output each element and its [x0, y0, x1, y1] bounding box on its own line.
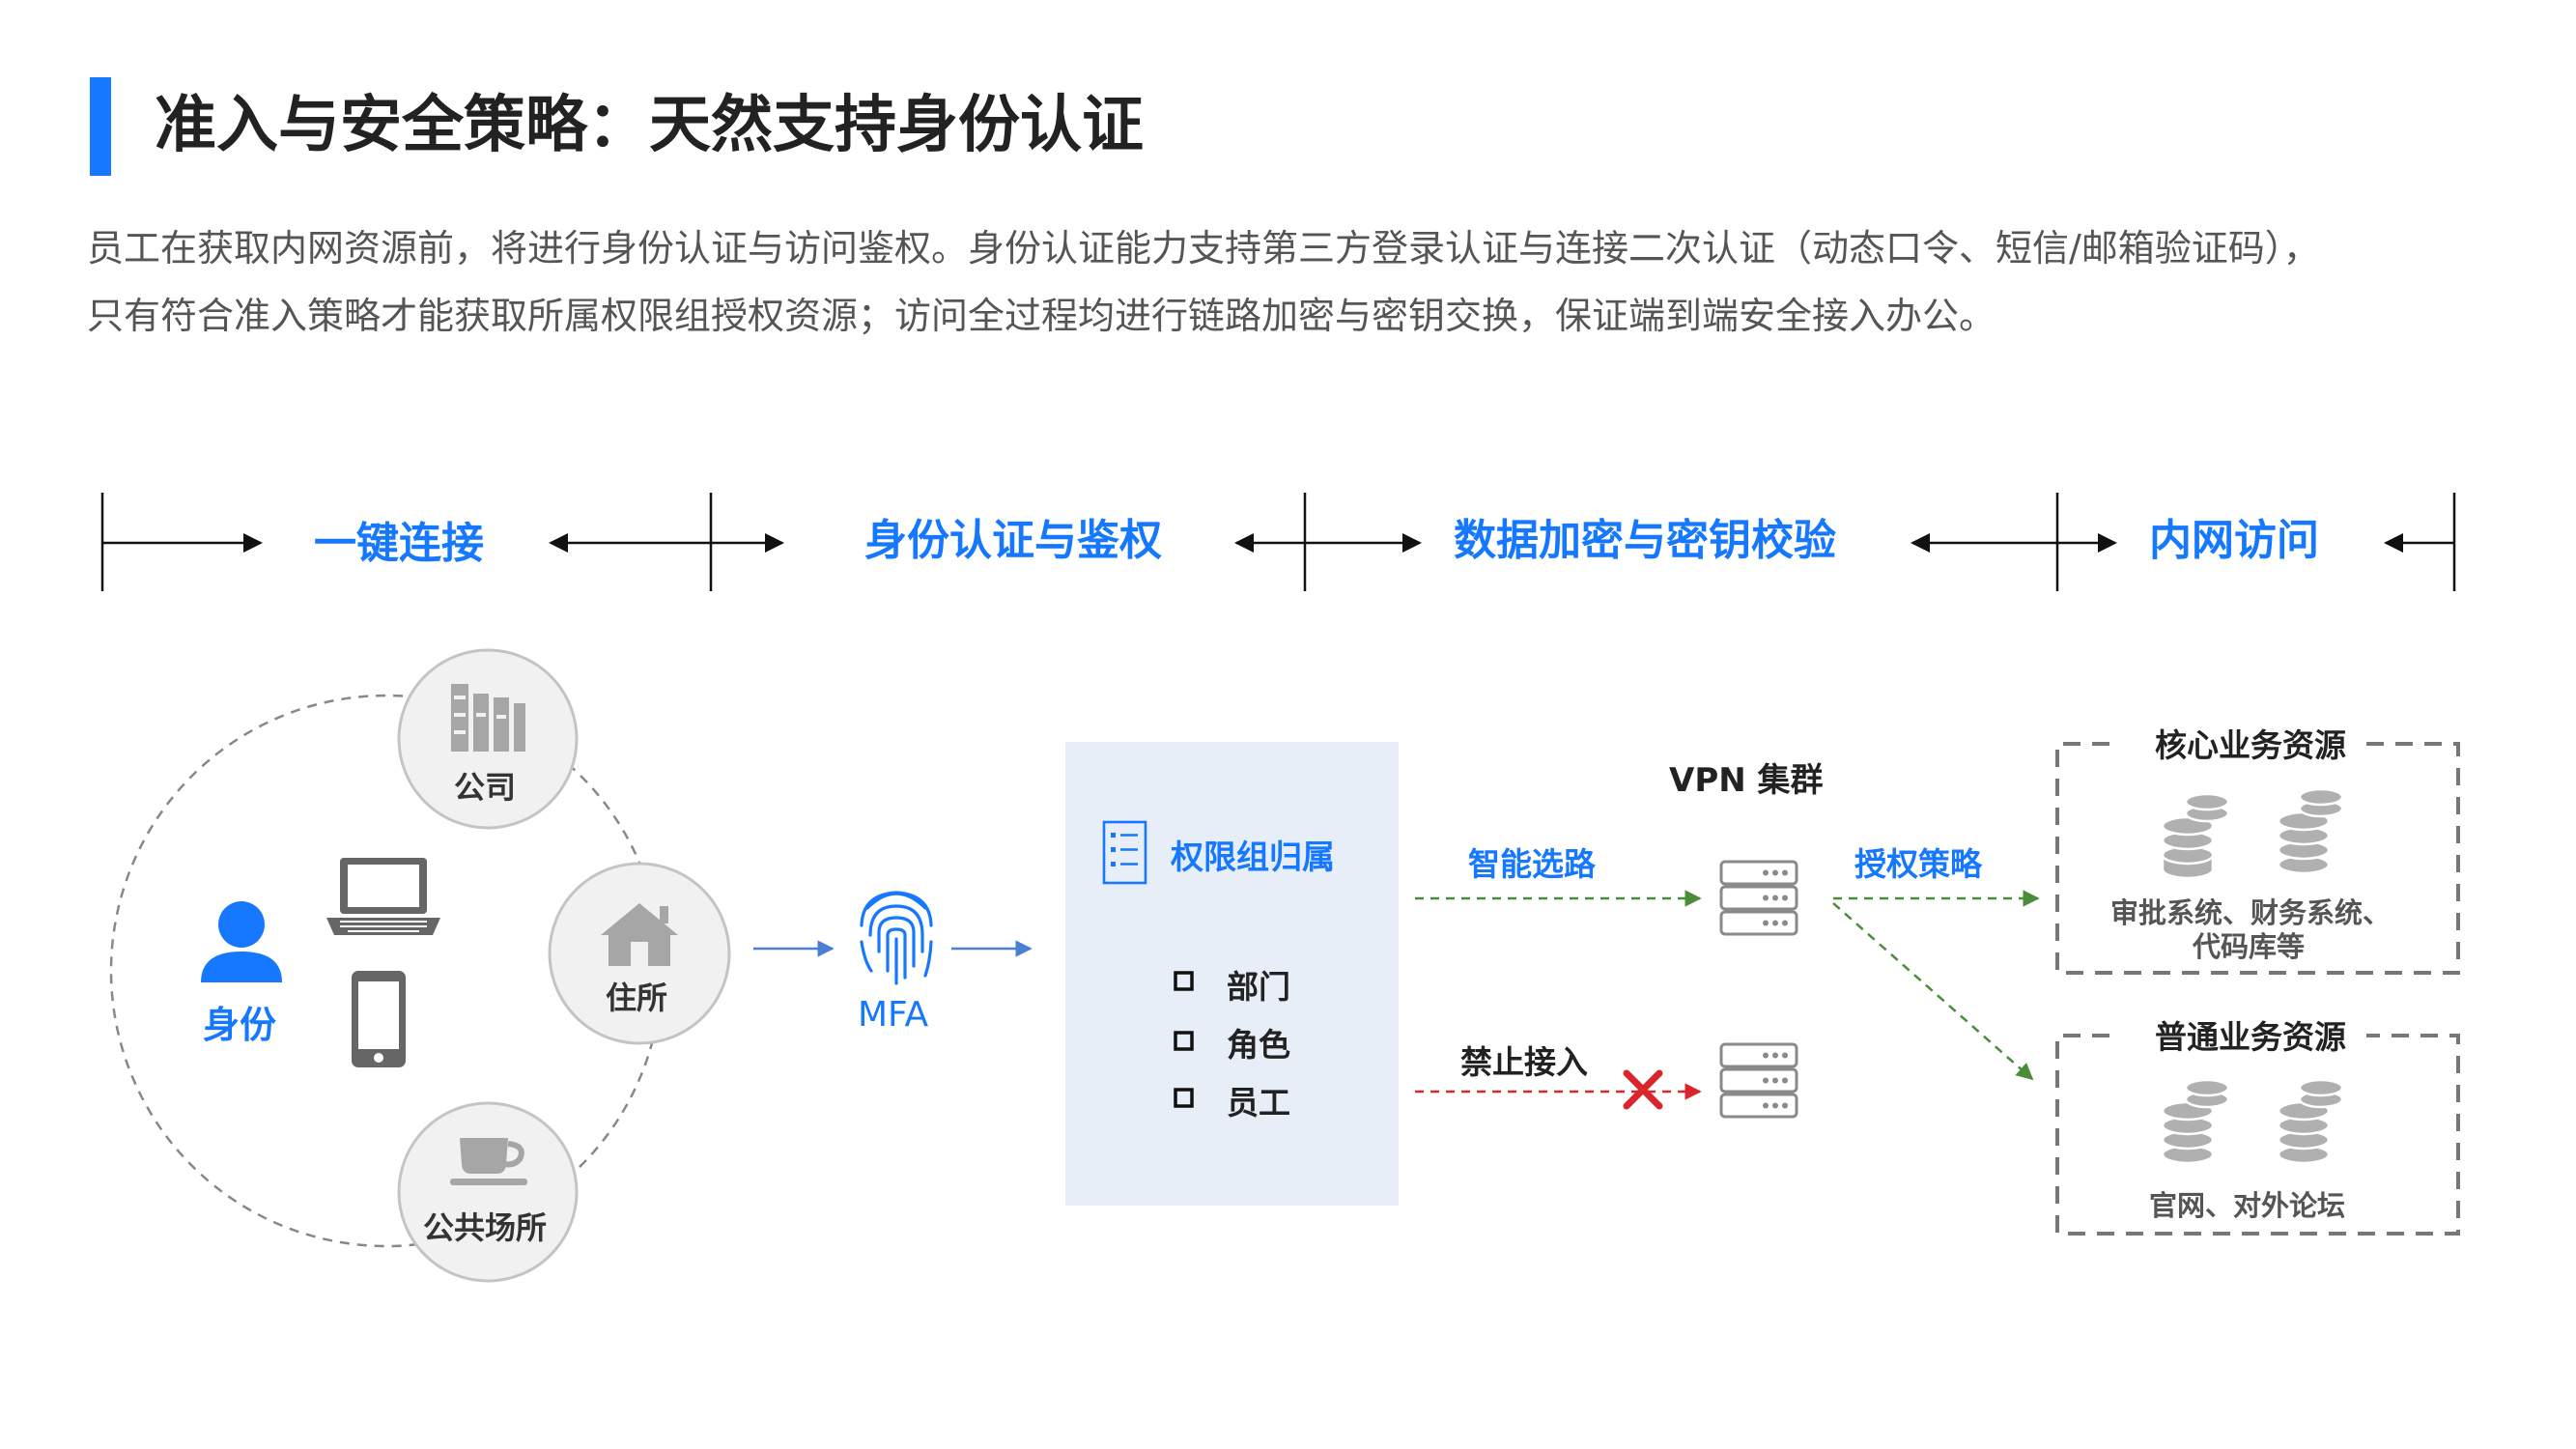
- fingerprint-icon: [860, 891, 933, 985]
- page-title: 准入与安全策略：天然支持身份认证: [155, 90, 1144, 161]
- laptop-icon: [326, 858, 440, 935]
- checkbox-group: [1174, 971, 1194, 1108]
- permission-panel: [1065, 742, 1399, 1206]
- permission-item-department: 部门: [1227, 968, 1290, 1006]
- phase-connect: 一键连接: [314, 519, 484, 568]
- identity-label: 身份: [203, 1004, 277, 1046]
- permission-item-role: 角色: [1227, 1026, 1290, 1064]
- person-icon: [201, 901, 282, 982]
- location-company-label: 公司: [454, 769, 517, 806]
- title-accent-bar: [90, 77, 111, 176]
- database-icon-core-2: [2277, 787, 2344, 875]
- mfa-label: MFA: [858, 995, 929, 1035]
- normal-resource-title: 普通业务资源: [2149, 1011, 2352, 1058]
- normal-resource-line-1: 官网、对外论坛: [2149, 1189, 2346, 1222]
- permission-item-employee: 员工: [1227, 1084, 1290, 1122]
- server-icon-allow: [1719, 860, 1798, 936]
- phase-encrypt: 数据加密与密钥校验: [1454, 516, 1836, 565]
- phase-timeline: [100, 493, 2456, 591]
- database-icon-normal-2: [2277, 1078, 2344, 1165]
- public-place-circle: [397, 1101, 579, 1283]
- phase-intranet: 内网访问: [2149, 516, 2319, 565]
- description-line-2: 只有符合准入策略才能获取所属权限组授权资源；访问全过程均进行链路加密与密钥交换，…: [87, 295, 1996, 337]
- smart-route-label: 智能选路: [1468, 845, 1596, 883]
- auth-policy-label: 授权策略: [1854, 845, 1982, 883]
- location-home-label: 住所: [606, 980, 668, 1016]
- deny-access-label: 禁止接入: [1460, 1043, 1588, 1081]
- core-resource-line-2: 代码库等: [2193, 930, 2306, 963]
- core-resource-line-1: 审批系统、财务系统、: [2110, 896, 2392, 929]
- permission-title: 权限组归属: [1171, 838, 1335, 877]
- database-icon-core-1: [2161, 792, 2230, 880]
- phase-auth: 身份认证与鉴权: [864, 516, 1162, 565]
- location-public-label: 公共场所: [423, 1204, 548, 1248]
- database-icon-normal-1: [2161, 1078, 2230, 1165]
- house-icon: [601, 903, 678, 966]
- deny-x-icon: [1623, 1069, 1663, 1110]
- server-icon-deny: [1719, 1042, 1798, 1119]
- normal-resource-box: [2055, 1034, 2460, 1236]
- core-resource-title: 核心业务资源: [2149, 720, 2352, 766]
- phone-icon: [352, 971, 406, 1067]
- description-line-1: 员工在获取内网资源前，将进行身份认证与访问鉴权。身份认证能力支持第三方登录认证与…: [87, 227, 2320, 270]
- coffee-cup-icon: [450, 1138, 527, 1185]
- building-icon: [451, 684, 525, 752]
- document-list-icon: [1102, 820, 1147, 885]
- core-resource-box: [2055, 742, 2460, 975]
- vpn-cluster-label: VPN 集群: [1669, 761, 1824, 800]
